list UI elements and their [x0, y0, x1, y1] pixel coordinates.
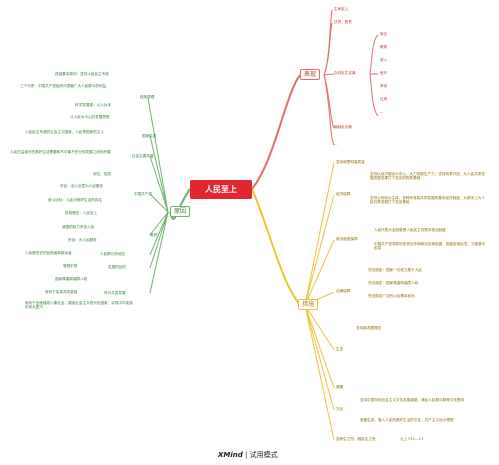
node[interactable]: 宗旨：全心全意为人民服务	[60, 184, 104, 188]
node[interactable]: 中国共产党	[134, 192, 152, 196]
trial-mode-label: | 试用模式	[245, 451, 278, 459]
node[interactable]: 坚持和贯彻高质量	[336, 160, 365, 164]
node[interactable]: 医疗	[380, 71, 388, 75]
xmind-logo: XMind	[218, 451, 243, 459]
node[interactable]: 健康	[336, 385, 344, 389]
node[interactable]: 编制民法典	[334, 125, 352, 129]
node[interactable]: 九上 P12—13	[400, 437, 424, 441]
node[interactable]: 以人民为中心的发展思想	[70, 115, 110, 119]
node[interactable]: 有利于全面建成小康社会，建成社会主义现代化国家，实现中华民族的伟大复兴	[25, 301, 133, 310]
node[interactable]: 坚持新发展理念	[356, 326, 382, 330]
node[interactable]: 奋斗目标：人民对美好生活的向往	[48, 198, 102, 202]
node[interactable]: 国家尊重和保障人权	[55, 277, 88, 281]
node[interactable]: 时代共富发展	[104, 291, 126, 295]
node[interactable]: 政府	[150, 233, 158, 237]
node[interactable]: 程序原理	[140, 95, 155, 99]
node[interactable]: 人民群众的地位	[100, 252, 126, 256]
node[interactable]: 就业	[380, 32, 388, 36]
node[interactable]: 法律保障	[336, 289, 351, 293]
node[interactable]: ...	[380, 110, 384, 114]
node[interactable]: 养老	[380, 84, 388, 88]
node[interactable]: ...	[334, 142, 338, 146]
branch-cuoshi[interactable]: 措施	[298, 299, 319, 310]
node[interactable]: 坚持公有制为主体，多种所有制共同发展的基本经济制度，从根本上为人民共享发展打下坚…	[370, 196, 485, 205]
node[interactable]: 唯物史观	[63, 264, 78, 268]
node[interactable]: 政治制度保障	[336, 237, 358, 241]
node[interactable]: 发展的目的	[108, 265, 126, 269]
node[interactable]: 扶贫、脱贫	[334, 20, 352, 24]
branch-biaoxian[interactable]: 表现	[300, 69, 321, 80]
node[interactable]: 滋养生之所，融民生之恐	[336, 437, 376, 441]
node[interactable]: 中国共产党领导的多党合作和政治协商制度，既能反映民意，又能集中民智	[374, 242, 486, 251]
node[interactable]: 社会主要矛盾	[132, 154, 154, 158]
node[interactable]: 人民是历史的创造者和推动者	[25, 251, 72, 255]
node[interactable]: 三个代表：中国共产党始终代表最广大人民群众的利益	[20, 84, 107, 88]
node[interactable]: 收入	[380, 58, 388, 62]
node[interactable]: 有利于实现共同富裕	[45, 290, 78, 294]
node[interactable]: 坚持中国特色社会主义文化发展道路，满足人民群众精神文化需求	[360, 398, 465, 402]
node[interactable]: 住房	[380, 97, 388, 101]
node[interactable]: 宗旨：为人民服务	[68, 238, 97, 242]
node[interactable]: 完法规定：国家一切权力属于人民	[368, 268, 422, 272]
node[interactable]: 人民代表大会制度是人民民主的根本政治制度	[374, 228, 446, 232]
node[interactable]: 西强基本原则：坚持人民民主专政	[55, 72, 109, 76]
branch-yuanyin[interactable]: 原因	[170, 206, 191, 217]
node[interactable]: 执政理念：人民至上	[65, 211, 98, 215]
node[interactable]: 我国的权力来自人民	[62, 225, 95, 229]
node[interactable]: 人民日益增长的美好生活需要和不平衡不充分的发展之间的矛盾	[10, 150, 111, 154]
node[interactable]: 坚持以经济建设为中心，大力发展生产力，坚持改革开放，为人民共享发展发展成果打下坚…	[370, 172, 485, 181]
root-label: 人民至上	[205, 185, 237, 194]
root-topic[interactable]: 人民至上	[190, 180, 252, 199]
node[interactable]: 完法规定广泛的公民基本权利	[368, 294, 415, 298]
node[interactable]: 准备生态、融入人民的美好生活的文化，共产主义远大理想	[360, 418, 454, 422]
node[interactable]: 人民民主专政的社会主义国家，人民是国家的主人	[25, 130, 105, 134]
node[interactable]: 生态	[336, 347, 344, 351]
node[interactable]: 经济保障	[336, 192, 351, 196]
node[interactable]: 地位、性质	[93, 172, 111, 176]
node[interactable]: 文化	[336, 407, 344, 411]
node[interactable]: 科学发展观：以人为本	[75, 103, 111, 107]
footer-watermark: XMind | 试用模式	[218, 450, 278, 460]
node[interactable]: 生命至上	[334, 7, 349, 11]
node[interactable]: 办好民生实事	[334, 71, 356, 75]
node[interactable]: 教育	[380, 45, 388, 49]
node[interactable]: 国家性质	[142, 134, 157, 138]
node[interactable]: 完法规定：国家尊重和保障人权	[368, 281, 419, 285]
